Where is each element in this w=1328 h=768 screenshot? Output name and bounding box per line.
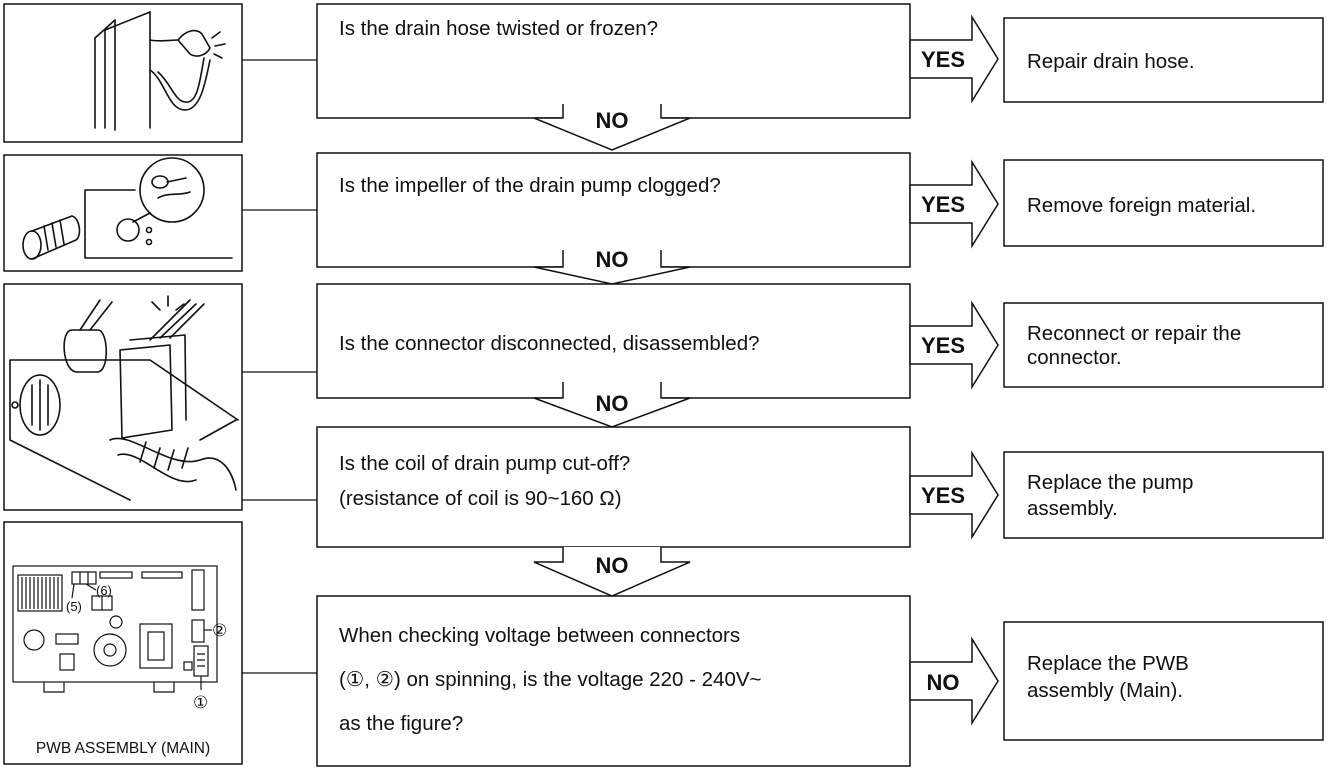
action-2-line-1: Remove foreign material.: [1027, 194, 1256, 217]
action-5-line-1: Replace the PWB: [1027, 652, 1189, 675]
drain-pump-impeller-illustration: [22, 157, 233, 260]
question-box-3: [316, 283, 911, 399]
connector-label-2: ②: [212, 621, 227, 640]
action-box-2: [1003, 159, 1324, 247]
down-arrow-2: NO: [533, 247, 691, 285]
question-4-line-2: (resistance of coil is 90~160 Ω): [339, 487, 622, 510]
question-5-line-1: When checking voltage between connectors: [339, 624, 740, 647]
branch-arrow-1: YES: [909, 14, 999, 104]
down-label-1: NO: [596, 108, 629, 133]
question-4-line-1: Is the coil of drain pump cut-off?: [339, 452, 630, 475]
down-label-4: NO: [596, 553, 629, 578]
down-label-2: NO: [596, 247, 629, 272]
question-3-line-1: Is the connector disconnected, disassemb…: [339, 332, 760, 355]
branch-arrow-5: NO: [909, 636, 999, 726]
question-5-line-3: as the figure?: [339, 712, 463, 735]
action-3-line-1: Reconnect or repair the: [1027, 322, 1241, 345]
down-arrow-3: NO: [533, 382, 691, 428]
illustration-panel-4: (5) (6) ② ① PWB ASSEMBLY (MAIN): [3, 521, 243, 765]
illustration-panel-2: [3, 154, 243, 272]
pump-connector-illustration: [9, 295, 239, 501]
down-arrow-1: NO: [533, 104, 691, 151]
action-1-line-1: Repair drain hose.: [1027, 50, 1195, 73]
down-arrow-4: NO: [533, 547, 691, 597]
action-box-1: [1003, 17, 1324, 103]
action-4-line-2: assembly.: [1027, 497, 1118, 520]
drain-hose-illustration: [94, 11, 226, 131]
branch-label-4: YES: [921, 483, 965, 508]
branch-label-2: YES: [921, 192, 965, 217]
connector-label-5: (5): [66, 599, 82, 614]
illustration-panel-3: [3, 283, 243, 511]
connector-label-6: (6): [96, 583, 112, 598]
action-3-line-2: connector.: [1027, 346, 1122, 369]
branch-label-1: YES: [921, 47, 965, 72]
pwb-board-illustration: (5) (6) ② ①: [12, 565, 227, 712]
branch-arrow-2: YES: [909, 159, 999, 249]
question-box-1: [316, 3, 911, 119]
illustration-panel-1: [3, 3, 243, 143]
action-5-line-2: assembly (Main).: [1027, 679, 1183, 702]
question-box-5: [316, 595, 911, 767]
branch-label-3: YES: [921, 333, 965, 358]
illustration-leaders: [242, 59, 317, 674]
question-2-line-1: Is the impeller of the drain pump clogge…: [339, 174, 721, 197]
branch-label-5: NO: [927, 670, 960, 695]
action-box-3: [1003, 302, 1324, 388]
question-5-line-2: (①, ②) on spinning, is the voltage 220 -…: [339, 668, 762, 691]
connector-label-1: ①: [193, 693, 208, 712]
branch-arrow-3: YES: [909, 300, 999, 390]
question-box-2: [316, 152, 911, 268]
action-4-line-1: Replace the pump: [1027, 471, 1193, 494]
action-box-4: [1003, 451, 1324, 539]
branch-arrow-4: YES: [909, 450, 999, 540]
down-label-3: NO: [596, 391, 629, 416]
pwb-caption: PWB ASSEMBLY (MAIN): [36, 740, 210, 757]
question-1-line-1: Is the drain hose twisted or frozen?: [339, 17, 658, 40]
action-box-5: [1003, 621, 1324, 741]
